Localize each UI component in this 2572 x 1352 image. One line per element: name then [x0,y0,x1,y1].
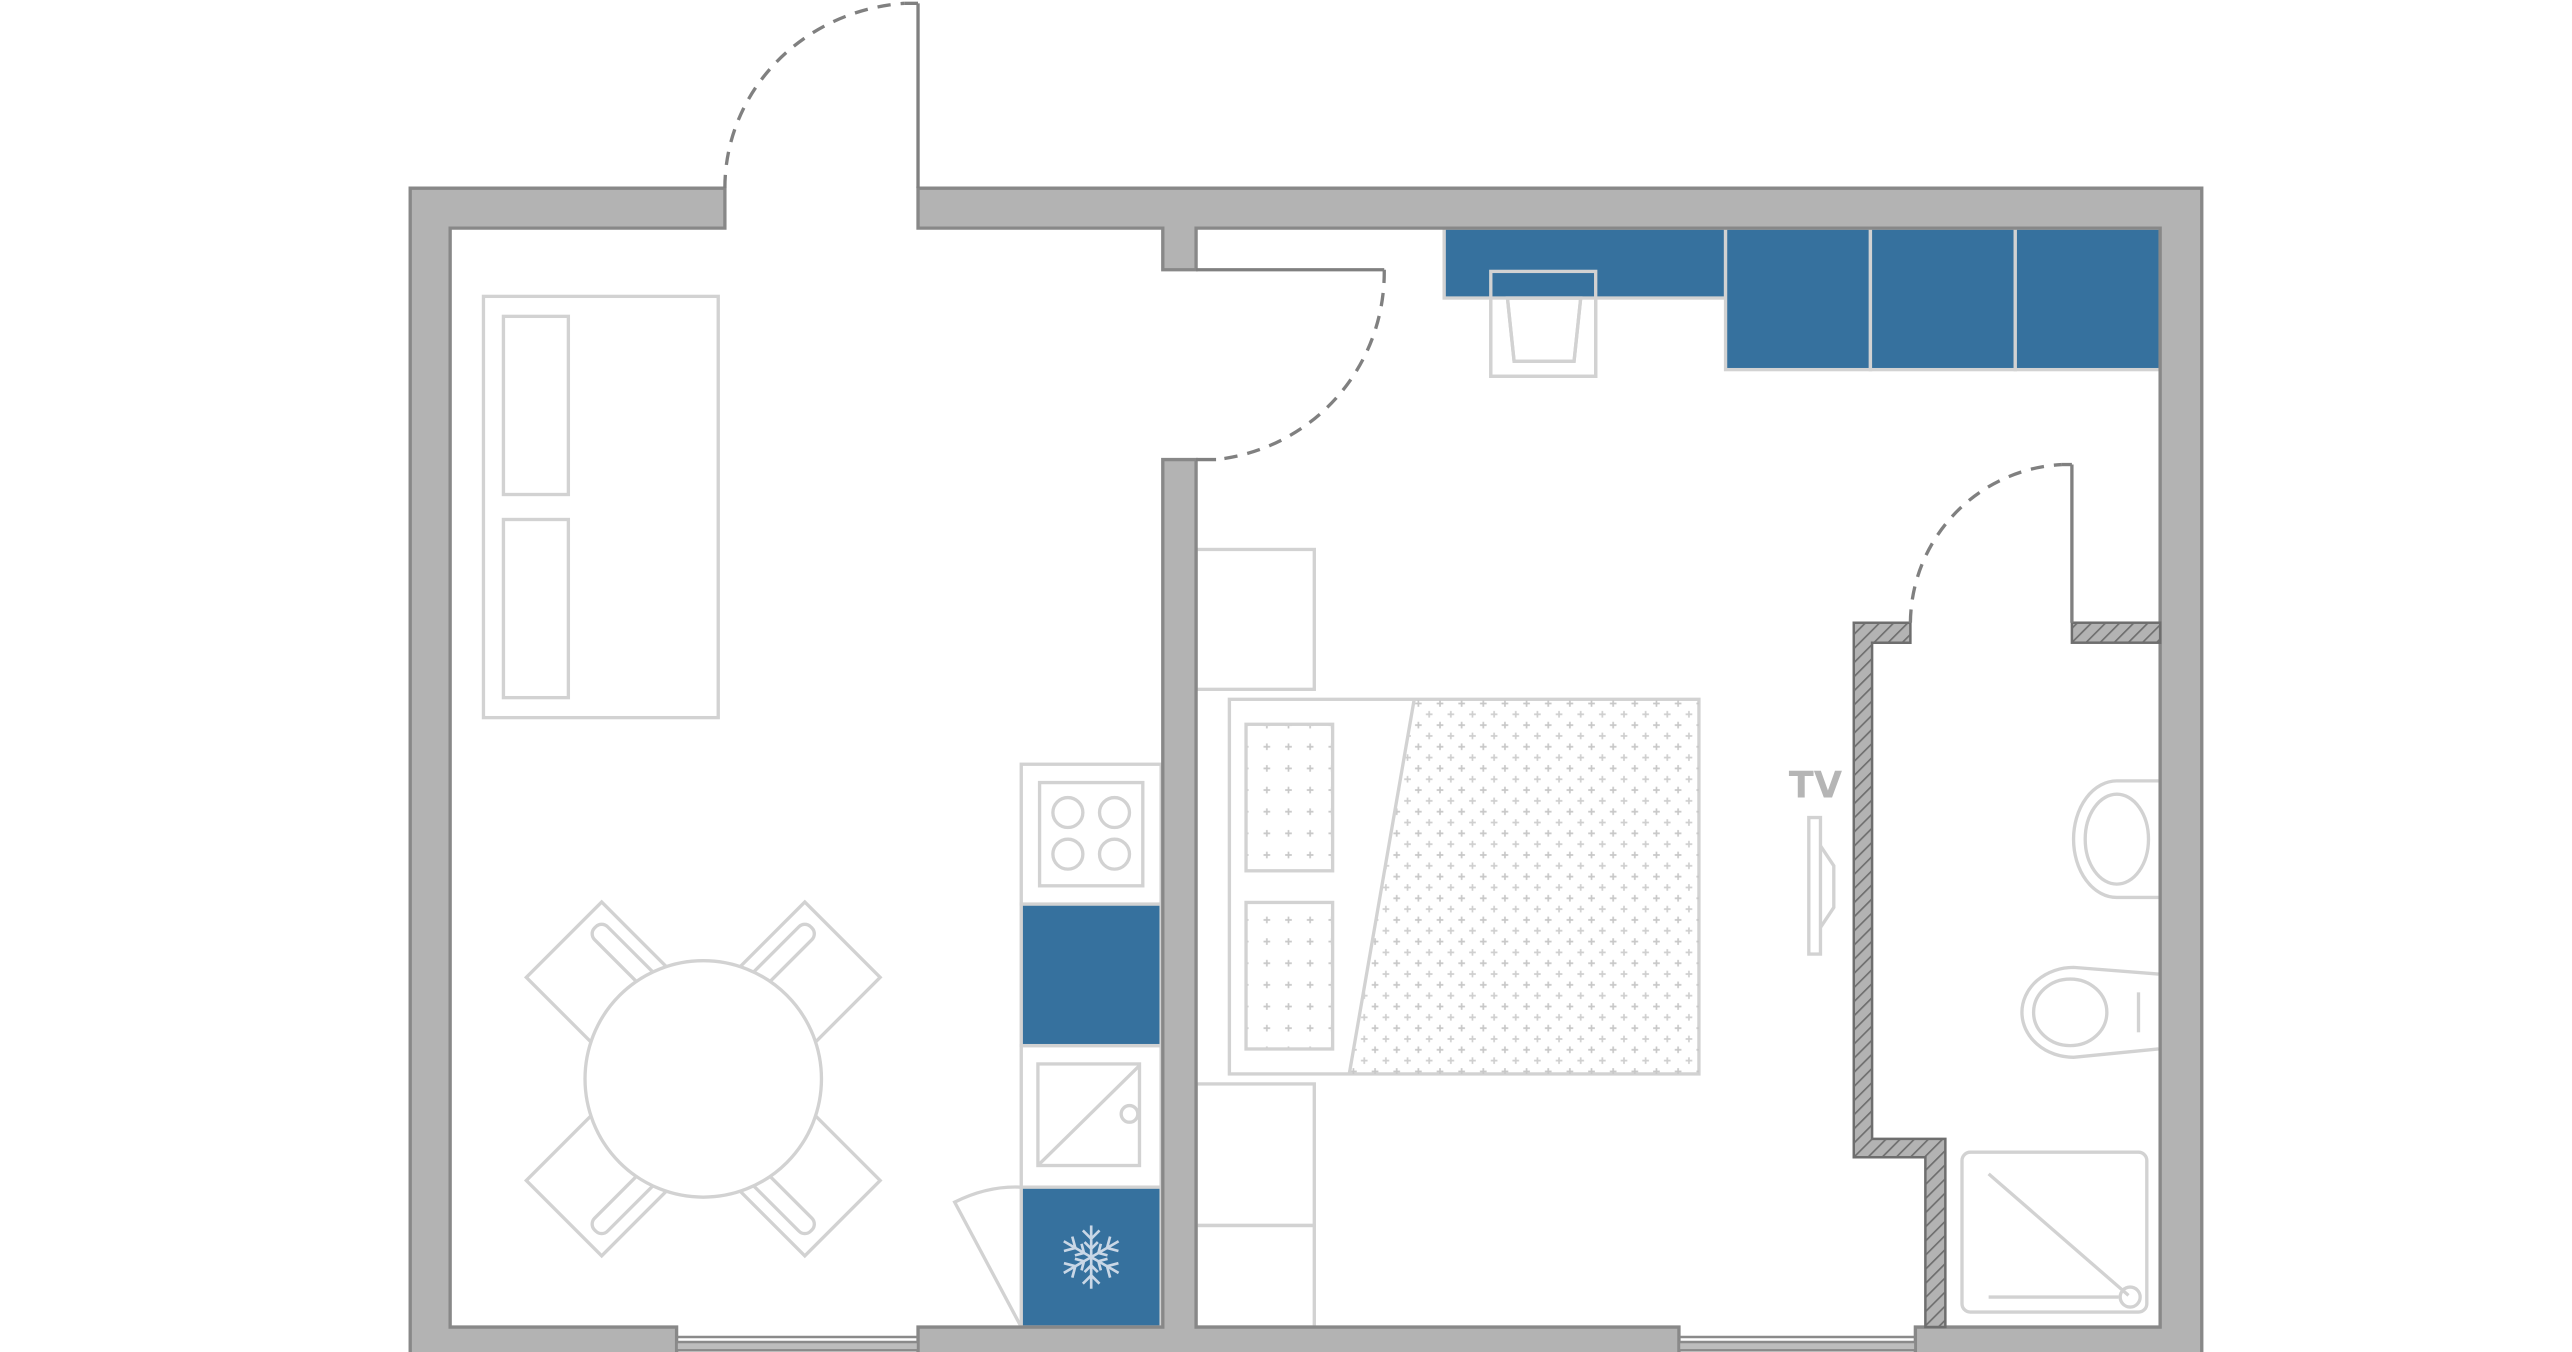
tv [1807,815,1836,956]
kitchen-sink [1019,1043,1163,1189]
wardrobe-3 [2013,226,2162,372]
bathroom-door[interactable] [1908,462,2074,623]
shower [1960,1150,2149,1314]
inner-wall-kitchen [916,457,1681,1352]
dresser [1194,1223,1316,1329]
nightstand-top [1194,547,1316,691]
wardrobe-2 [1868,226,2017,372]
toilet [2020,965,2159,1059]
window-right [1677,1335,1917,1352]
bedroom-door[interactable] [1196,268,1386,462]
fridge-door-swing [952,1185,1023,1328]
tv-label: TV [1789,764,1843,807]
window-left [675,1335,920,1352]
outer-wall-left [408,186,727,1352]
pillow-bottom [1244,900,1335,1051]
kitchen-counter [1019,902,1163,1048]
nightstand-bottom [1194,1082,1316,1228]
dining-table [583,959,824,1199]
entrance-door[interactable] [723,1,920,189]
pillow-top [1244,722,1335,873]
desk [1442,226,1728,300]
bathroom-partition [1852,621,1947,1329]
bed [1227,697,1701,1076]
outer-wall-top-right [916,186,2204,1352]
dining-set [523,899,883,1259]
stove [1019,762,1163,906]
bathroom-partition-right [2070,621,2162,644]
sofa [481,294,720,720]
wardrobe-1 [1723,226,1873,372]
bathroom-sink [2071,779,2159,900]
snowflake-icon [1058,1225,1125,1291]
